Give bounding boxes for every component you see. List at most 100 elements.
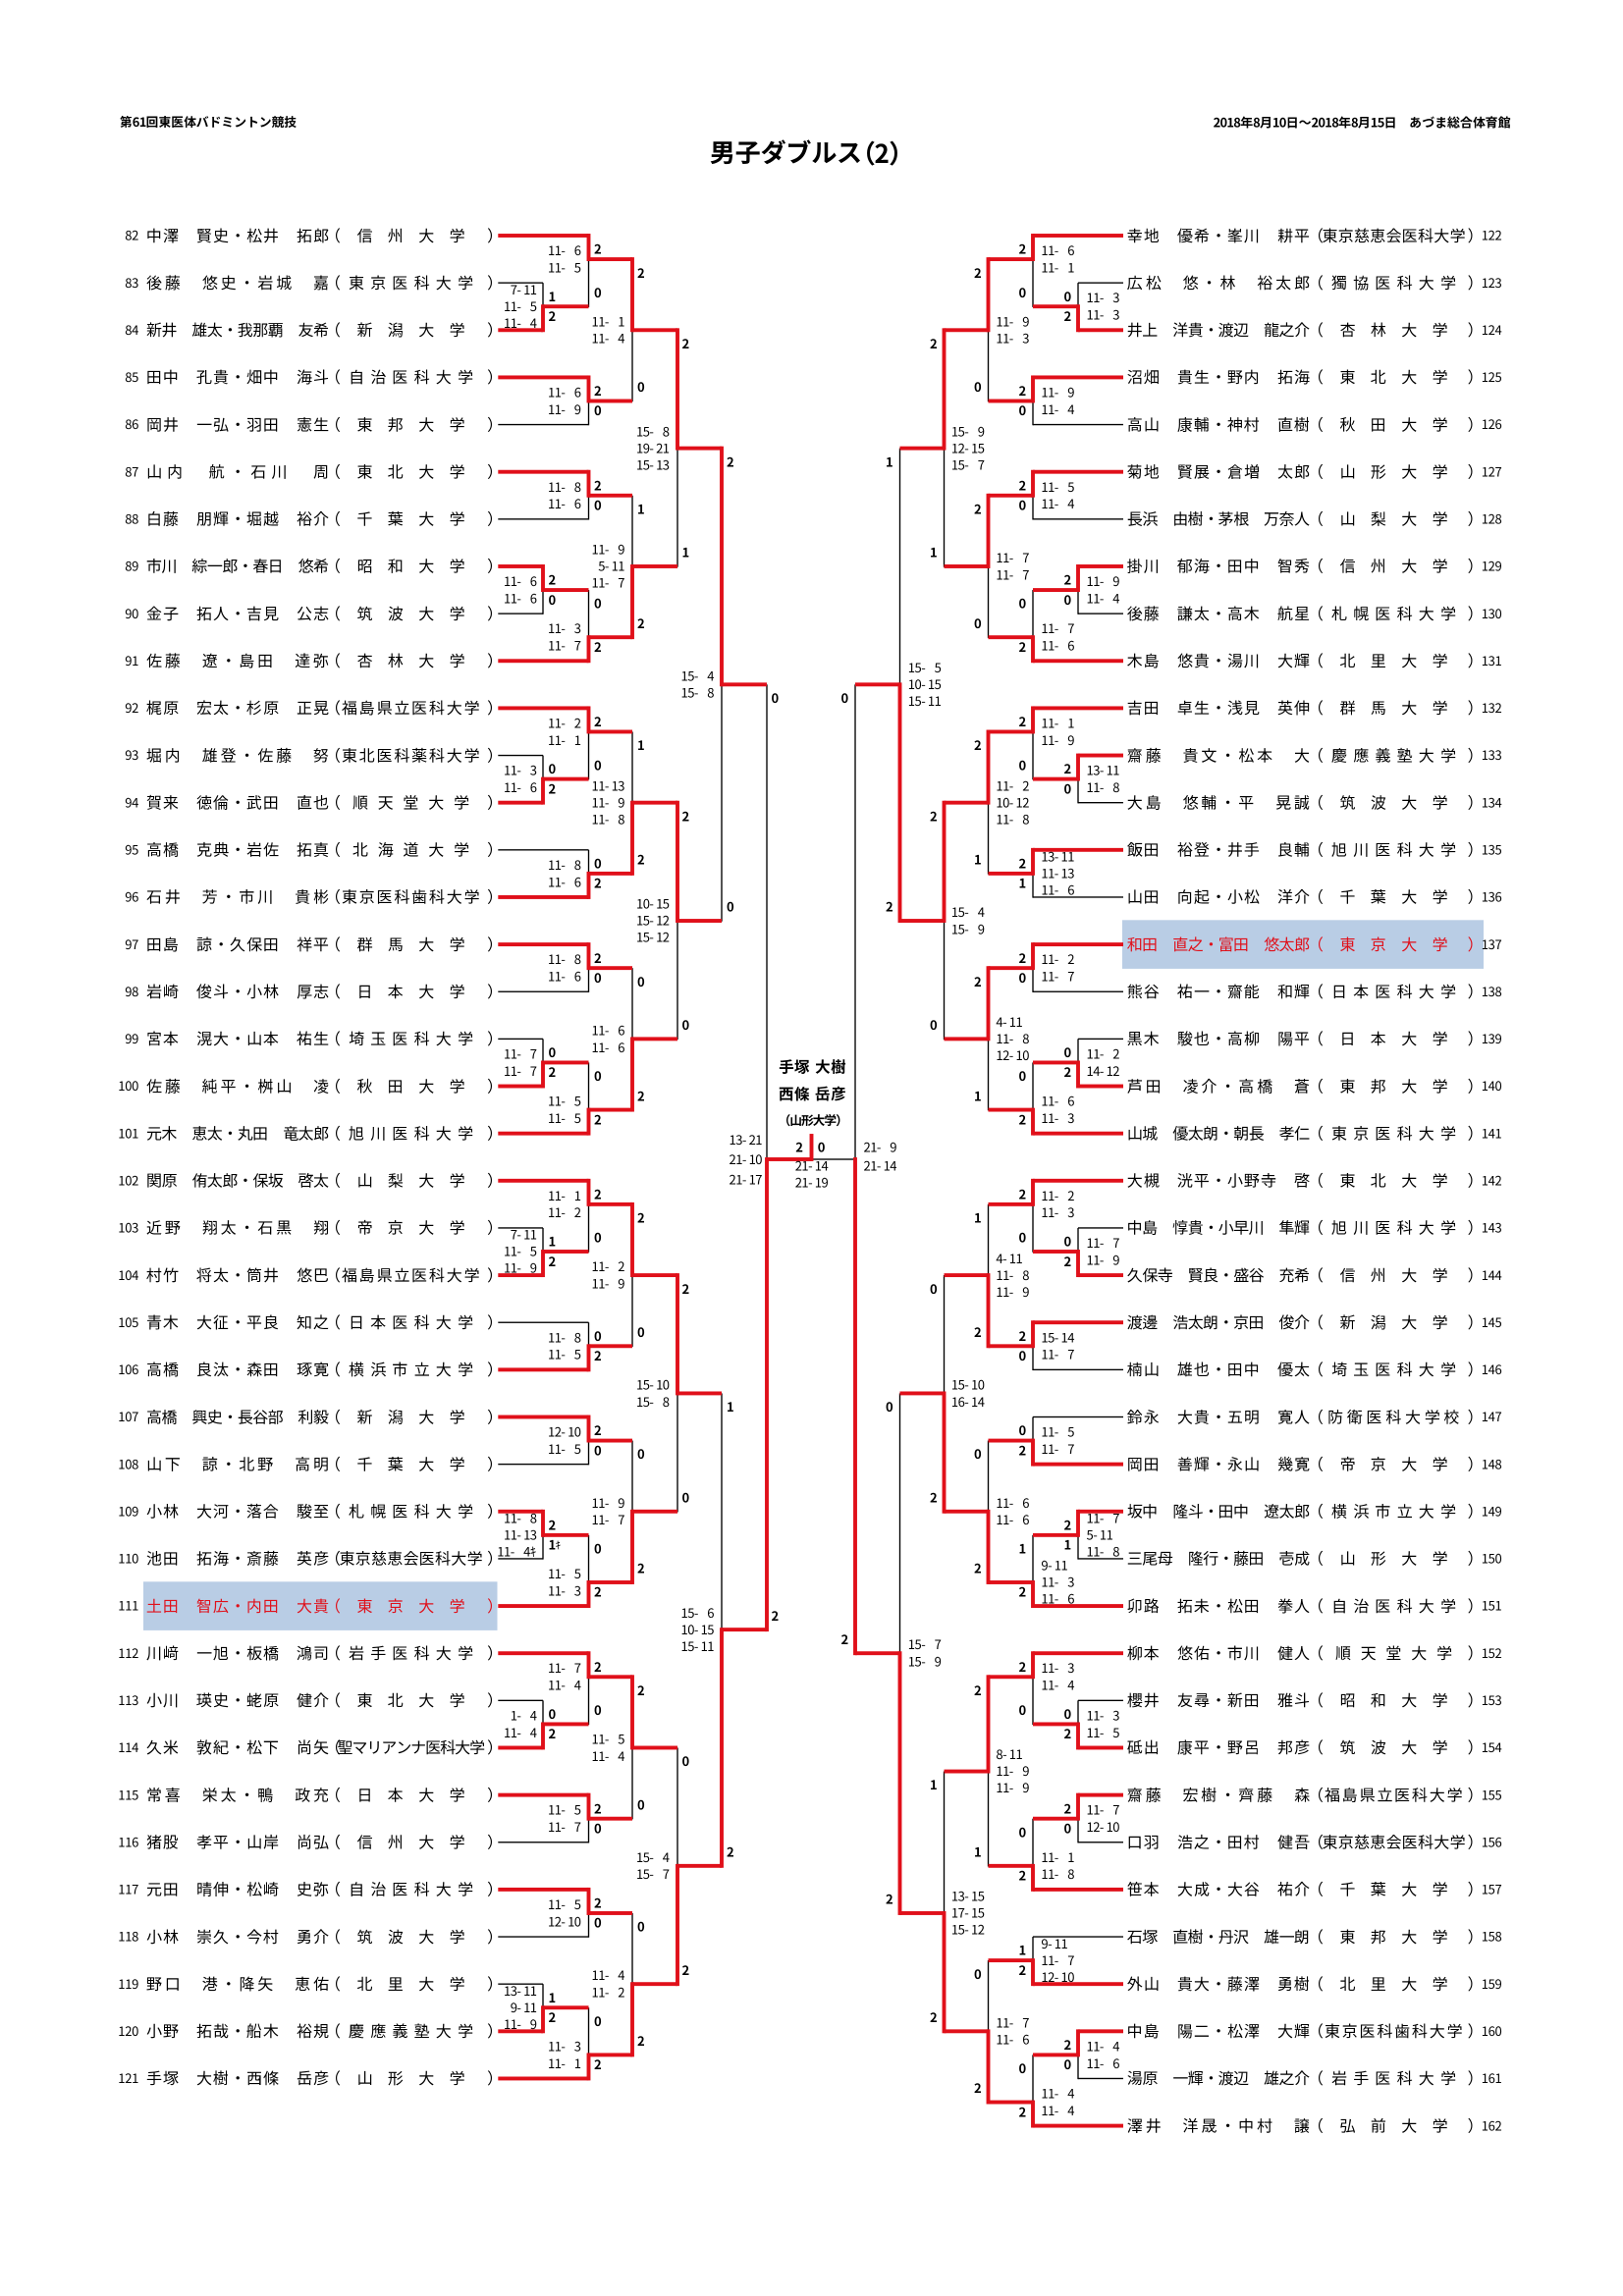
svg-text:161: 161 [1482, 2068, 1502, 2087]
svg-text:手塚大樹・西條岳彦: 手塚大樹・西條岳彦 [146, 2065, 329, 2089]
svg-text:2: 2 [637, 614, 645, 632]
svg-text:11-7: 11-7 [504, 1061, 537, 1080]
svg-text:11-8: 11-8 [1041, 1864, 1074, 1883]
svg-text:12-10: 12-10 [548, 1422, 581, 1441]
svg-text:砥出康平・野呂邦彦: 砥出康平・野呂邦彦 [1127, 1735, 1310, 1758]
svg-text:11-5: 11-5 [1041, 477, 1074, 496]
svg-text:2: 2 [1019, 1440, 1027, 1459]
svg-text:2: 2 [549, 2007, 557, 2026]
svg-text:11-2: 11-2 [548, 1202, 581, 1221]
svg-text:11-7: 11-7 [1087, 1233, 1120, 1252]
svg-text:11-5: 11-5 [548, 1108, 581, 1127]
svg-text:0: 0 [594, 1700, 602, 1719]
svg-text:15-12: 15-12 [636, 928, 670, 946]
svg-text:1: 1 [549, 287, 557, 305]
svg-text:0: 0 [549, 590, 557, 609]
svg-text:男子ダブルス: 男子ダブルス [710, 133, 862, 170]
svg-text:119: 119 [118, 1974, 138, 1993]
svg-text:長浜由樹・茅根万奈人: 長浜由樹・茅根万奈人 [1127, 507, 1310, 530]
svg-text:2: 2 [594, 1109, 602, 1128]
svg-text:0: 0 [1064, 1042, 1072, 1061]
svg-text:2: 2 [637, 850, 645, 869]
svg-text:2: 2 [1019, 381, 1027, 400]
svg-text:11-5: 11-5 [548, 1439, 581, 1458]
svg-text:82: 82 [125, 226, 138, 244]
svg-text:11-6: 11-6 [996, 2030, 1029, 2049]
svg-text:15-10: 15-10 [951, 1374, 985, 1393]
svg-text:2: 2 [1064, 1798, 1072, 1817]
svg-text:0: 0 [594, 1066, 602, 1085]
svg-text:1: 1 [727, 1397, 734, 1415]
svg-text:（日本医科大学）: （日本医科大学） [325, 1309, 503, 1333]
svg-text:2: 2 [974, 2078, 982, 2097]
svg-text:関原侑太郎・保坂啓太: 関原侑太郎・保坂啓太 [146, 1168, 329, 1192]
svg-text:2: 2 [930, 806, 938, 825]
svg-text:15-12: 15-12 [636, 911, 670, 930]
svg-text:143: 143 [1482, 1218, 1502, 1237]
svg-text:111: 111 [118, 1596, 138, 1615]
svg-text:田島諒・久保田祥平: 田島諒・久保田祥平 [146, 932, 329, 955]
svg-text:村竹将太・筒井悠巴: 村竹将太・筒井悠巴 [146, 1262, 329, 1286]
svg-text:156: 156 [1482, 1832, 1502, 1850]
svg-text:132: 132 [1482, 698, 1502, 717]
svg-text:11-4: 11-4 [548, 1676, 581, 1694]
svg-text:2: 2 [974, 499, 982, 517]
svg-text:0: 0 [1019, 594, 1027, 613]
svg-text:158: 158 [1482, 1927, 1502, 1946]
svg-text:0: 0 [1064, 287, 1072, 305]
svg-text:127: 127 [1482, 461, 1502, 480]
svg-text:11-3: 11-3 [548, 2036, 581, 2055]
svg-text:15-13: 15-13 [636, 454, 670, 473]
svg-text:15-12: 15-12 [951, 1920, 985, 1939]
svg-text:112: 112 [118, 1643, 138, 1662]
svg-text:2: 2 [594, 712, 602, 730]
svg-text:0: 0 [637, 1917, 645, 1936]
svg-text:笹本大成・大谷祐介: 笹本大成・大谷祐介 [1127, 1877, 1311, 1900]
svg-text:11-8: 11-8 [1087, 777, 1120, 796]
svg-text:11-9: 11-9 [548, 400, 581, 418]
svg-text:11-1: 11-1 [548, 2054, 581, 2072]
svg-text:21-19: 21-19 [795, 1172, 829, 1191]
svg-text:1: 1 [1019, 874, 1027, 892]
svg-text:2: 2 [1019, 712, 1027, 730]
svg-text:5-11: 5-11 [1087, 1525, 1113, 1544]
svg-text:（2）: （2） [850, 134, 914, 171]
svg-text:11-7: 11-7 [1087, 1800, 1120, 1819]
svg-text:0: 0 [818, 1138, 826, 1156]
svg-text:123: 123 [1482, 273, 1502, 292]
svg-text:104: 104 [118, 1265, 138, 1284]
svg-text:11-6: 11-6 [1087, 2054, 1120, 2072]
svg-text:92: 92 [125, 698, 138, 717]
svg-text:151: 151 [1482, 1596, 1502, 1615]
svg-text:11-3: 11-3 [1087, 1705, 1120, 1724]
svg-text:11-9: 11-9 [592, 1274, 625, 1293]
svg-text:11-4: 11-4 [504, 313, 537, 332]
svg-text:11-13: 11-13 [504, 1525, 537, 1544]
svg-text:114: 114 [118, 1737, 138, 1756]
svg-text:佐藤遼・島田達弥: 佐藤遼・島田達弥 [146, 648, 330, 671]
svg-text:2: 2 [594, 874, 602, 892]
svg-text:0: 0 [1019, 496, 1027, 514]
svg-text:11-4: 11-4 [1041, 400, 1074, 418]
svg-text:11-8: 11-8 [1087, 1542, 1120, 1561]
svg-text:2: 2 [1019, 1582, 1027, 1601]
svg-text:0: 0 [594, 1228, 602, 1247]
svg-text:2: 2 [594, 1185, 602, 1203]
svg-text:元木恵太・丸田竜太郎: 元木恵太・丸田竜太郎 [146, 1120, 329, 1144]
svg-text:2: 2 [1019, 2102, 1027, 2120]
svg-text:0: 0 [637, 377, 645, 396]
svg-text:137: 137 [1482, 934, 1502, 953]
svg-text:11-2: 11-2 [592, 1983, 625, 2002]
svg-text:1: 1 [974, 1208, 982, 1227]
svg-text:山田向起・小松洋介: 山田向起・小松洋介 [1127, 884, 1311, 908]
svg-text:11-4: 11-4 [592, 1746, 625, 1765]
svg-text:101: 101 [118, 1123, 138, 1142]
svg-text:11-6: 11-6 [548, 967, 581, 986]
svg-text:0: 0 [930, 1015, 938, 1034]
svg-text:2: 2 [930, 1488, 938, 1507]
svg-text:110: 110 [118, 1549, 138, 1568]
svg-text:105: 105 [118, 1312, 138, 1331]
svg-text:11-1: 11-1 [548, 1186, 581, 1204]
svg-text:0: 0 [682, 1015, 690, 1034]
svg-text:鈴永大貴・五明寛人: 鈴永大貴・五明寛人 [1127, 1404, 1310, 1427]
